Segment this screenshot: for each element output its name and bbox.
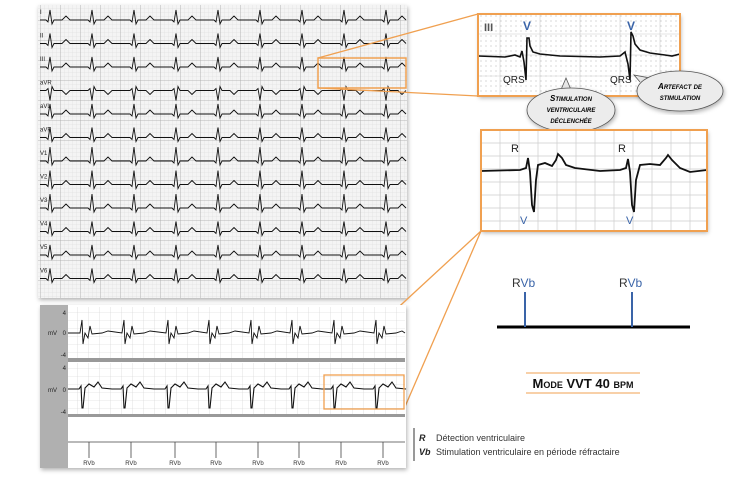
strip-trace-upper <box>68 319 406 345</box>
legend-text: Stimulation ventriculaire en période réf… <box>436 447 620 457</box>
lead-trace <box>40 127 407 143</box>
r-label: R <box>618 143 626 155</box>
legend-abbr: R <box>419 433 426 443</box>
legend-text: Détection ventriculaire <box>436 433 525 443</box>
lead-trace <box>40 33 407 49</box>
lead-trace <box>40 170 407 191</box>
mode-title: Mode VVT 40 bpm <box>526 372 640 394</box>
lead-label: aVF <box>40 128 51 134</box>
marker-label: RVb <box>377 461 389 467</box>
axis-tick-label: -4 <box>61 353 67 359</box>
unit-label: mV <box>48 331 57 337</box>
inset-strip-zoom: R R V V <box>480 129 708 232</box>
axis-tick-label: 4 <box>63 311 67 317</box>
axis-tick-label: 0 <box>63 331 67 337</box>
marker-label: RVb <box>619 276 642 290</box>
lead-label: aVL <box>40 104 51 110</box>
r-label: R <box>511 143 519 155</box>
lead-trace <box>40 268 407 284</box>
lead-label: V2 <box>40 175 48 181</box>
v-label: V <box>523 19 531 33</box>
callout-stimulation-declenchee: Stimulation ventriculaire déclenchée <box>526 76 616 133</box>
marker-label: RVb <box>83 461 95 467</box>
lead-label: II <box>40 34 44 40</box>
lead-trace <box>40 221 407 237</box>
lead-label: III <box>484 22 493 34</box>
v-label: V <box>520 215 528 227</box>
callout-text: Stimulation <box>550 94 593 103</box>
strip-zoom-trace <box>480 152 708 213</box>
marker-label: RVb <box>210 461 222 467</box>
qrs-label: QRS <box>503 75 525 86</box>
marker-label: RVb <box>293 461 305 467</box>
lead-iii-trace <box>477 31 681 81</box>
legend-abbr: Vb <box>419 447 431 457</box>
connector-line <box>317 13 479 59</box>
connector-line <box>403 230 482 410</box>
qrs-label: QRS <box>610 75 632 86</box>
lead-trace <box>40 103 407 120</box>
zoom-region-lead-iii <box>317 57 407 89</box>
marker-label: RVb <box>169 461 181 467</box>
axis-tick-label: 4 <box>63 366 67 372</box>
lead-trace <box>40 146 407 167</box>
lead-label: V4 <box>40 222 48 228</box>
marker-label: RVb <box>125 461 137 467</box>
v-label: V <box>627 19 635 33</box>
axis-tick-label: -4 <box>61 410 67 416</box>
lead-label: III <box>40 57 45 63</box>
callout-text: Artefact de <box>657 82 703 91</box>
strip-trace-lower <box>68 381 407 409</box>
lead-trace <box>40 85 407 101</box>
lead-trace <box>40 9 407 26</box>
lead-label: V1 <box>40 151 48 157</box>
rhythm-strip: 4 0 -4 4 0 -4 mV mV RVb RVb RVb RVb RVb RVb RVb RVb <box>40 305 407 468</box>
axis-tick-label: 0 <box>63 388 67 394</box>
zoom-region-strip <box>323 374 405 410</box>
lead-trace <box>40 193 407 214</box>
unit-label: mV <box>48 388 57 394</box>
callout-text: stimulation <box>660 93 701 102</box>
callout-text: ventriculaire <box>547 105 597 114</box>
mode-title-text: Mode VVT 40 bpm <box>533 376 634 391</box>
legend: R Détection ventriculaire Vb Stimulation… <box>413 428 620 461</box>
marker-label: RVb <box>252 461 264 467</box>
marker-label: RVb <box>512 276 535 290</box>
callout-text: déclenchée <box>550 116 592 125</box>
lead-label: V6 <box>40 269 48 275</box>
marker-label: RVb <box>335 461 347 467</box>
v-label: V <box>626 215 634 227</box>
marker-channel-diagram: RVb RVb <box>497 276 690 329</box>
lead-label: V3 <box>40 198 48 204</box>
lead-label: V5 <box>40 245 48 251</box>
callout-artefact: Artefact de stimulation <box>632 70 724 112</box>
lead-trace <box>40 56 407 73</box>
lead-trace <box>40 244 407 261</box>
lead-label: aVR <box>40 81 52 87</box>
lead-label: I <box>40 10 42 16</box>
connector-line <box>317 87 479 97</box>
